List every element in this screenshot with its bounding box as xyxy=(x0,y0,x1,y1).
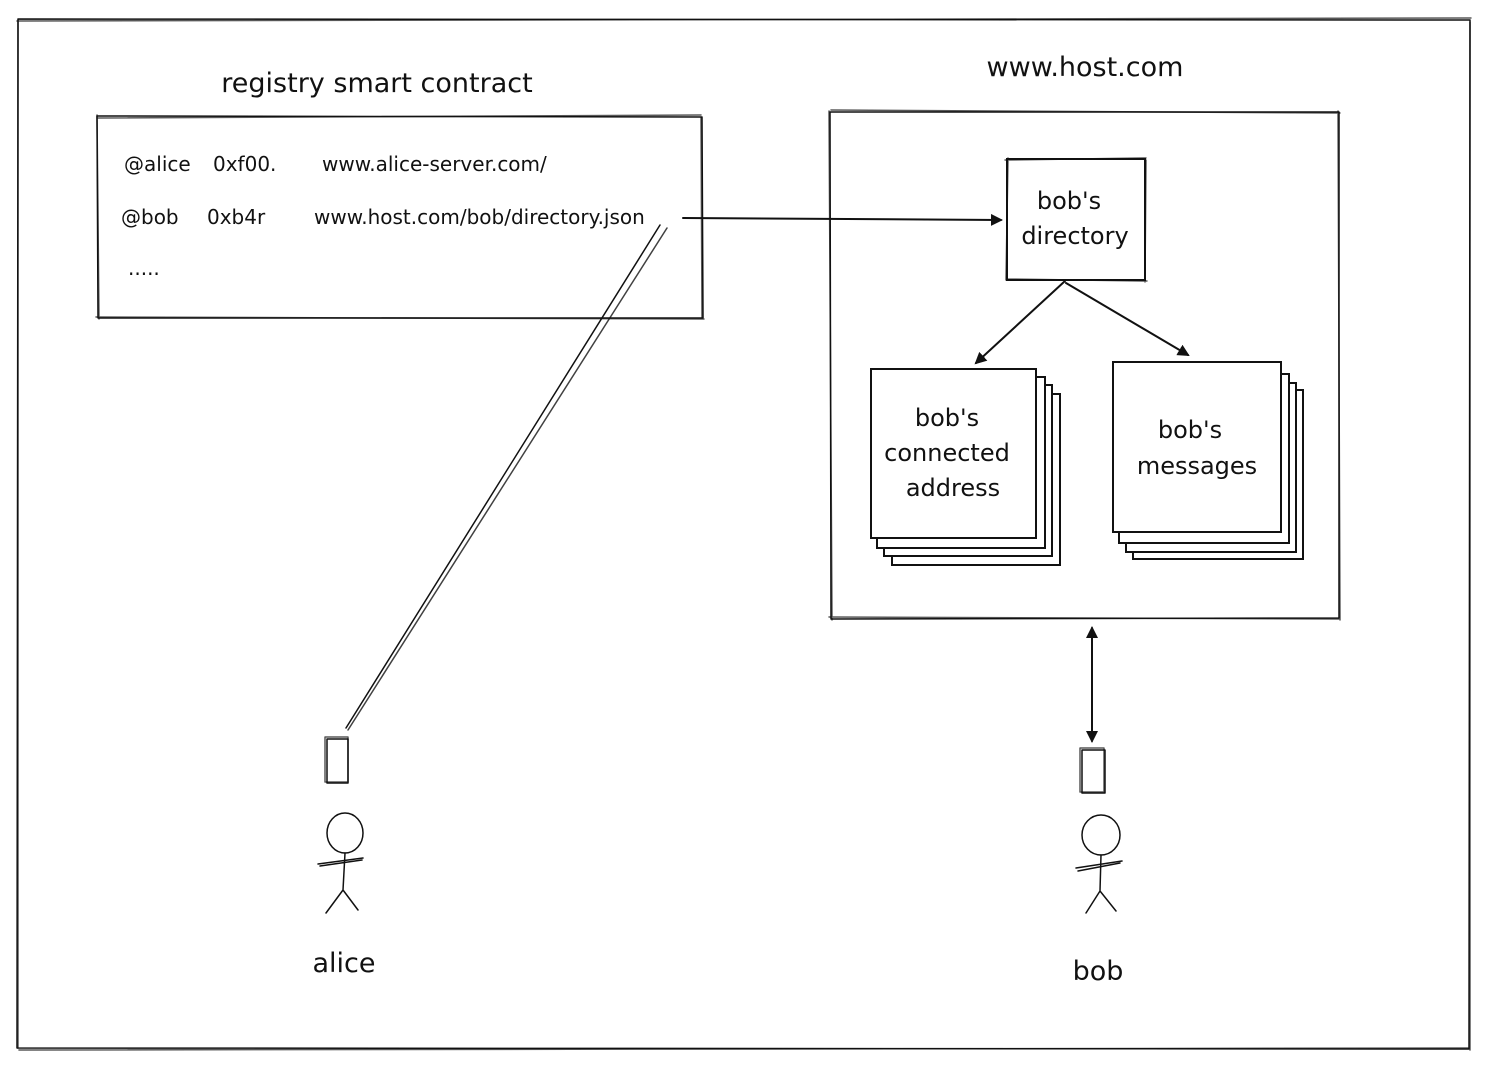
outer-frame xyxy=(16,17,1472,1051)
registry-row-alice: @alice 0xf00. www.alice-server.com/ xyxy=(124,152,547,176)
directory-box: bob's directory xyxy=(1004,157,1148,283)
registry-url: www.host.com/bob/directory.json xyxy=(314,205,645,229)
directory-to-connected-arrow xyxy=(974,280,1066,365)
registry-row-bob: @bob 0xb4r www.host.com/bob/directory.js… xyxy=(121,205,645,229)
registry-handle: @bob xyxy=(121,205,179,229)
messages-label: messages xyxy=(1137,452,1257,480)
host-title: www.host.com xyxy=(987,52,1184,83)
registry-ellipsis: ..... xyxy=(128,256,160,280)
connected-address-stack: bob's connected address xyxy=(870,368,1061,566)
bob-person-icon xyxy=(1075,814,1123,914)
bob-label: bob xyxy=(1073,956,1124,987)
registry-url: www.alice-server.com/ xyxy=(322,152,547,176)
registry-to-directory-arrow xyxy=(682,213,1003,226)
directory-to-messages-arrow xyxy=(1065,282,1190,357)
alice-label: alice xyxy=(312,948,375,979)
alice-device-icon xyxy=(324,736,349,784)
registry-row-more: ..... xyxy=(128,256,160,280)
messages-label: bob's xyxy=(1158,416,1222,444)
alice-person-icon xyxy=(317,812,364,914)
host-box xyxy=(828,109,1341,621)
directory-label: directory xyxy=(1021,222,1128,250)
registry-title: registry smart contract xyxy=(221,68,532,99)
connected-label: bob's xyxy=(915,404,979,432)
connected-label: address xyxy=(906,474,1000,502)
alice-registry-line xyxy=(345,224,668,731)
directory-label: bob's xyxy=(1037,187,1101,215)
registry-address: 0xf00. xyxy=(213,152,276,176)
registry-handle: @alice xyxy=(124,152,191,176)
messages-stack: bob's messages xyxy=(1112,361,1304,560)
connected-label: connected xyxy=(884,439,1010,467)
bob-device-icon xyxy=(1079,747,1106,794)
registry-address: 0xb4r xyxy=(207,205,266,229)
